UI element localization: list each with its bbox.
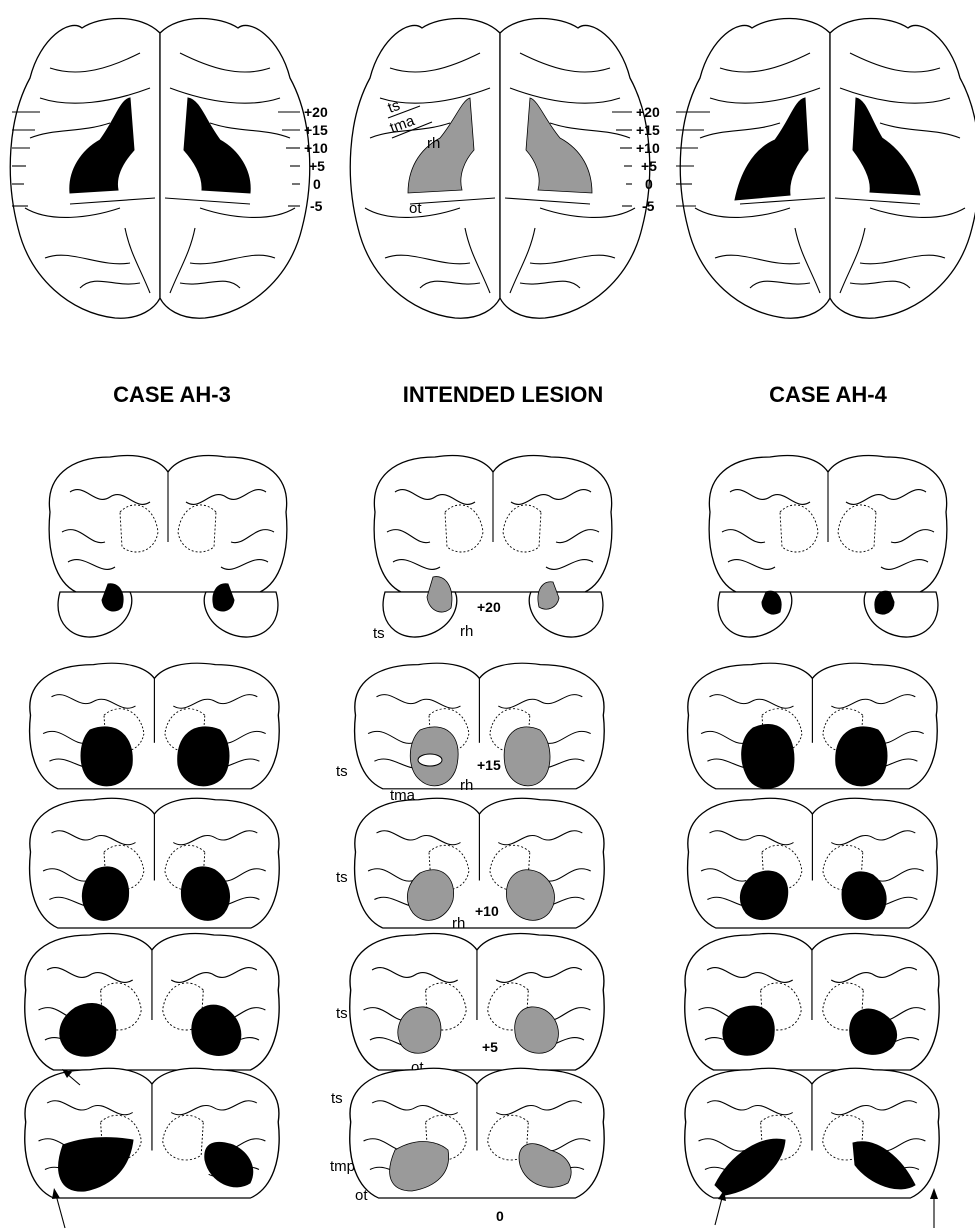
section-ah3 <box>30 798 280 928</box>
label-rh: rh <box>460 777 473 794</box>
section-ah4 <box>688 798 938 928</box>
level-label: +15 <box>304 122 328 138</box>
label-ot: ot <box>409 200 422 217</box>
section-ah3 <box>30 663 280 789</box>
section-row-20: ts rh +20 <box>49 455 947 642</box>
label-rh: rh <box>460 623 473 640</box>
label-ts: ts <box>336 1005 348 1022</box>
level-label: 0 <box>645 176 653 192</box>
ventral-view-ah3 <box>10 18 309 318</box>
label-ts: ts <box>336 763 348 780</box>
label-tmp: tmp <box>330 1158 355 1175</box>
level-label: +5 <box>641 158 657 174</box>
section-ah3 <box>25 1068 279 1198</box>
level-label: +20 <box>477 599 501 615</box>
section-ah4 <box>688 663 938 789</box>
label-ts: ts <box>331 1090 343 1107</box>
section-ah4 <box>709 455 947 637</box>
section-row-10: ts rh +10 <box>30 798 938 932</box>
section-row-15: ts tma rh +15 <box>30 663 938 804</box>
level-label: +15 <box>477 757 501 773</box>
label-ts: ts <box>336 869 348 886</box>
title-ah4: CASE AH-4 <box>769 382 888 407</box>
label-ts: ts <box>373 625 385 642</box>
level-label: -5 <box>642 198 655 214</box>
label-rh: rh <box>427 135 440 152</box>
title-ah3: CASE AH-3 <box>113 382 231 407</box>
section-intended <box>350 1068 604 1198</box>
section-ah4 <box>685 933 939 1070</box>
section-ah3 <box>49 455 287 637</box>
label-ot: ot <box>355 1187 368 1204</box>
level-label: +10 <box>636 140 660 156</box>
level-label: -5 <box>310 198 323 214</box>
title-intended: INTENDED LESION <box>403 382 603 407</box>
level-label: +5 <box>482 1039 498 1055</box>
level-label: +10 <box>475 903 499 919</box>
ventral-view-intended <box>350 18 649 318</box>
level-label: +15 <box>636 122 660 138</box>
section-ah4 <box>685 1068 939 1198</box>
level-label: +5 <box>309 158 325 174</box>
section-row-5: ts ot +5 <box>25 933 939 1076</box>
level-label: 0 <box>313 176 321 192</box>
section-intended <box>350 933 604 1070</box>
level-label: +20 <box>304 104 328 120</box>
section-row-0: ts tmp ot 0 <box>25 1068 939 1224</box>
label-rh: rh <box>452 915 465 932</box>
level-label: +10 <box>304 140 328 156</box>
section-ah3 <box>25 933 279 1070</box>
level-label: 0 <box>496 1208 504 1224</box>
arrow-icon <box>930 1188 938 1228</box>
level-label: +20 <box>636 104 660 120</box>
ventral-view-ah4 <box>680 18 975 318</box>
